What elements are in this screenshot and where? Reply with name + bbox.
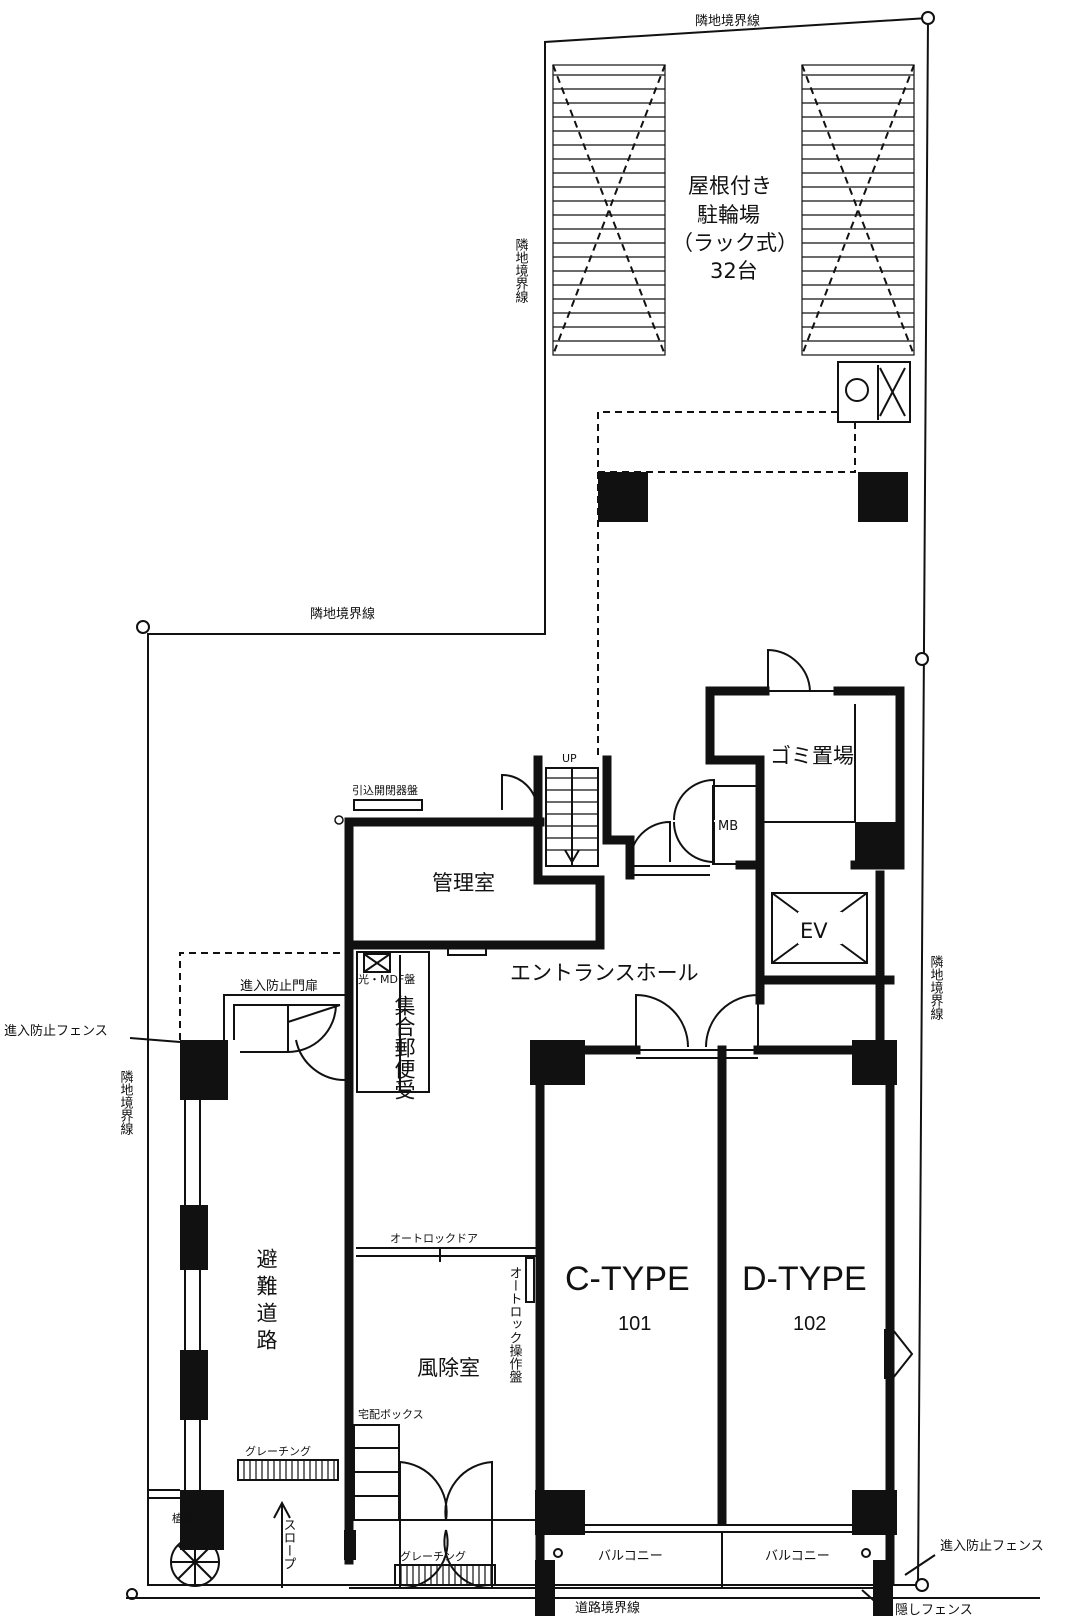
window-vent — [447, 944, 487, 956]
boundary-label-middle: 隣地境界線 — [310, 606, 375, 622]
balcony-c-label: バルコニー — [598, 1549, 663, 1564]
unit-entrance-doors — [635, 993, 759, 1059]
column — [852, 1040, 897, 1085]
windbreak-room-label: 風除室 — [417, 1356, 480, 1380]
column — [535, 1490, 585, 1535]
bicycle-rack-left — [552, 64, 666, 356]
grating-label-1: グレーチング — [245, 1444, 311, 1458]
boundary-label-left-lower: 隣地境界線 — [118, 1069, 134, 1135]
garbage-room-label: ゴミ置場 — [770, 744, 854, 768]
boundary-label-left-lower-group: 隣地境界線 — [118, 1069, 134, 1135]
grating-2 — [394, 1564, 496, 1586]
column — [852, 1490, 897, 1535]
grating-label-2: グレーチング — [400, 1549, 466, 1563]
boundary-label-right-group: 隣地境界線 — [928, 954, 944, 1020]
boundary-label-left-upper-group: 隣地境界線 — [513, 237, 529, 303]
boundary-marker — [915, 1578, 929, 1592]
autolock-panel-label: オートロック操作盤 — [507, 1266, 523, 1383]
unit-walls — [535, 975, 895, 1616]
tree-icon — [170, 1537, 220, 1587]
intrusion-gate-label: 進入防止門扉 — [240, 978, 318, 994]
slope-label: スロープ — [281, 1518, 296, 1570]
column — [598, 472, 648, 522]
column — [858, 472, 908, 522]
mb-label: MB — [718, 819, 738, 834]
fence-left — [129, 1037, 181, 1043]
bicycle-parking-line4: 32台 — [710, 259, 758, 283]
elevator-label: EV — [800, 919, 828, 943]
boundary-marker — [136, 620, 150, 634]
boundary-label-road: 道路境界線 — [575, 1600, 640, 1616]
boundary-label-left-upper: 隣地境界線 — [513, 237, 529, 303]
unit-c-number: 101 — [618, 1313, 651, 1335]
column — [873, 1560, 893, 1616]
unit-c-type: C-TYPE — [565, 1260, 690, 1298]
entrance-double-door — [399, 1460, 493, 1590]
stairs-up-label: UP — [562, 752, 577, 765]
unit-d-type: D-TYPE — [742, 1260, 867, 1298]
grating-1 — [237, 1459, 339, 1481]
unit-c: C-TYPE 101 — [565, 1260, 690, 1335]
unit-d: D-TYPE 102 — [742, 1260, 867, 1335]
balcony-d-label: バルコニー — [765, 1549, 830, 1564]
escape-route-label: 避難道路 — [254, 1248, 278, 1356]
elevator — [755, 860, 885, 985]
boundary-marker — [921, 11, 935, 25]
planting-label: 植栽 — [172, 1511, 194, 1525]
unit-d-number: 102 — [793, 1313, 826, 1335]
mdf-label: 光・MDF盤 — [358, 972, 415, 986]
column — [180, 1040, 228, 1100]
slope-arrow-icon — [273, 1500, 291, 1588]
entrance-hall-label: エントランスホール — [510, 961, 699, 985]
boundary-marker — [915, 652, 929, 666]
lead-in-panel-label: 引込開閉器盤 — [352, 783, 418, 797]
unit-d-side-window — [884, 1329, 914, 1379]
boundary-label-right: 隣地境界線 — [928, 954, 944, 1020]
delivery-box — [353, 1424, 400, 1521]
fence-right-label: 進入防止フェンス — [940, 1538, 1044, 1554]
mailbox-area — [356, 951, 430, 1093]
escape-route — [148, 952, 349, 1550]
blind-fence-label: 目隠しフェンス — [882, 1603, 973, 1616]
bicycle-parking-label: 屋根付き 駐輪場 （ラック式） 32台 — [672, 174, 798, 283]
boundary-label-top: 隣地境界線 — [695, 13, 760, 29]
site-boundary — [126, 11, 935, 1600]
bicycle-parking-line1: 屋根付き — [688, 174, 772, 198]
bicycle-rack-right — [801, 64, 915, 356]
fence-left-label: 進入防止フェンス — [4, 1023, 108, 1039]
mailbox-label: 集合郵便受 — [392, 995, 416, 1100]
bicycle-parking-line2: 駐輪場 — [697, 203, 760, 227]
fence-right — [904, 1554, 936, 1576]
stairs — [501, 755, 635, 945]
autolock-door-label: オートロックドア — [390, 1232, 478, 1245]
column — [855, 822, 900, 865]
bicycle-parking-line3: （ラック式） — [672, 231, 798, 255]
column — [530, 1040, 585, 1085]
lead-in-panel — [353, 799, 423, 811]
delivery-box-label: 宅配ボックス — [358, 1407, 424, 1421]
exhaust-fan-icon — [837, 361, 911, 423]
boundary-marker — [334, 815, 344, 825]
mb-doors — [629, 778, 715, 876]
management-office-label: 管理室 — [432, 871, 495, 895]
